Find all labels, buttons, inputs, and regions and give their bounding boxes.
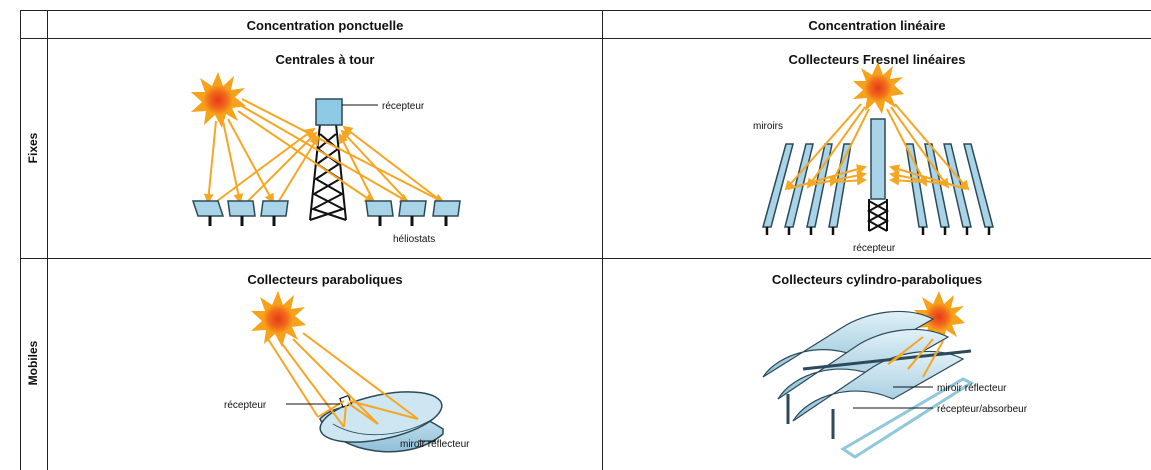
fresnel-mirrors-right [905, 143, 994, 228]
tower-receiver [315, 98, 343, 126]
table-row-divider [20, 258, 1151, 259]
table-header-divider [20, 38, 1151, 39]
fresnel-receiver-tower [866, 118, 890, 232]
trough-receiver-label: récepteur/absorbeur [937, 404, 1028, 415]
dish-mirror-label: miroir réflecteur [400, 439, 470, 450]
tower-diagram: récepteur héliostats [191, 72, 461, 245]
row-label-fixed: Fixes [26, 132, 40, 164]
sun-icon [251, 291, 306, 347]
trough-mirror-label: miroir réflecteur [937, 383, 1007, 394]
sun-icon [191, 72, 246, 128]
fresnel-mirrors-label: miroirs [753, 121, 783, 132]
column-header-point: Concentration ponctuelle [246, 18, 404, 33]
trough-title: Collecteurs cylindro-paraboliques [771, 272, 983, 287]
table-border-left [20, 10, 21, 470]
column-header-linear: Concentration linéaire [808, 18, 946, 33]
heliostats-label: héliostats [393, 234, 435, 245]
row-label-column-divider [47, 10, 48, 470]
trough-diagram: miroir réflecteur récepteur/absorbeur [762, 291, 1028, 459]
sun-icon [914, 291, 965, 343]
table-border-top [20, 10, 1151, 11]
fresnel-receiver-label: récepteur [853, 243, 896, 254]
dish-receiver-label: récepteur [224, 400, 267, 411]
dish-diagram: récepteur miroir réflecteur [224, 291, 470, 453]
dish-title: Collecteurs paraboliques [247, 272, 403, 287]
sun-icon [853, 62, 904, 114]
tower-receiver-label: récepteur [382, 101, 425, 112]
fresnel-mirrors-left [762, 143, 852, 228]
trough-ground [840, 377, 975, 459]
heliostat-mirrors [191, 200, 461, 217]
tower-title: Centrales à tour [275, 52, 375, 67]
row-label-mobile: Mobiles [26, 340, 40, 386]
column-divider [602, 10, 603, 470]
fresnel-title: Collecteurs Fresnel linéaires [788, 52, 966, 67]
trough-mirrors [762, 310, 965, 422]
fresnel-diagram: miroirs [753, 62, 994, 254]
